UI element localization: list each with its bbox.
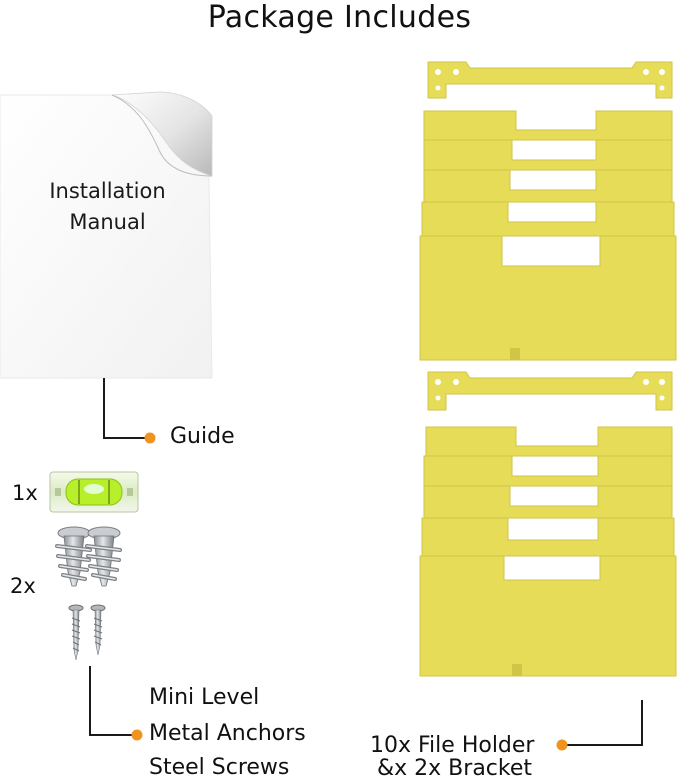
bracket-top [427,61,673,99]
metal-anchor-icon [85,526,122,587]
steel-screws-label: Steel Screws [149,755,290,780]
manual-title: Installation Manual [0,176,215,238]
bracket-bottom [427,371,673,411]
mini-level-icon [49,471,139,513]
manual-title-line1: Installation [49,179,166,203]
guide-leader-line [103,378,149,439]
metal-anchor-icon [55,526,92,587]
manual-sheet [0,91,213,379]
level-count: 1x [12,481,38,505]
guide-dot [144,432,156,444]
steel-screw-icon [68,604,84,661]
steel-screw-icon [90,604,106,656]
metal-anchors-label: Metal Anchors [149,721,306,746]
hardware-dot [131,729,143,741]
holder-label-line2: &x 2x Bracket [377,756,533,781]
guide-label: Guide [170,424,235,449]
file-holder-stack-top [419,110,677,361]
anchors-count: 2x [10,574,36,598]
manual-title-line2: Manual [69,210,146,234]
holder-label-line1: 10x File Holder [370,733,535,758]
holder-leader-line [566,700,643,746]
mini-level-label: Mini Level [149,685,260,710]
page-title: Package Includes [207,0,472,35]
holder-dot [556,739,568,751]
file-holder-stack-bottom [419,426,677,677]
hardware-leader-line [89,666,135,736]
